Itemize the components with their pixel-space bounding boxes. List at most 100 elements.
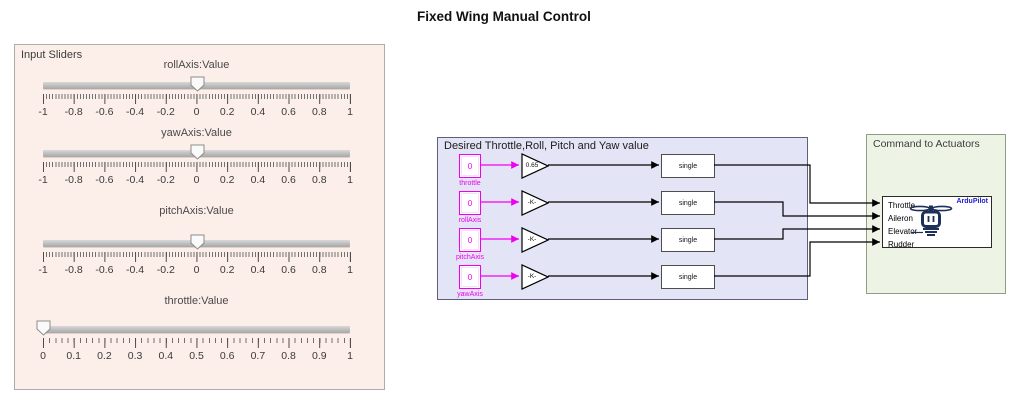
gain-value: -K- — [527, 273, 537, 280]
tick-label: 0.2 — [97, 350, 112, 362]
constant-block-pitchaxis[interactable]: 0 — [459, 228, 481, 252]
tick-label: 1 — [347, 106, 353, 118]
tick-label: 0.6 — [281, 264, 296, 276]
cast-block-throttle[interactable]: single — [661, 154, 715, 178]
constant-block-rollaxis[interactable]: 0 — [459, 191, 481, 215]
tick-label: 0.2 — [219, 174, 235, 186]
tick-label: 0.9 — [311, 350, 327, 362]
tick-label: -0.4 — [126, 264, 145, 276]
tick-label: 0.8 — [311, 106, 327, 118]
port-label: Rudder — [888, 239, 915, 249]
tick-label: 0.2 — [219, 106, 235, 118]
model-title: Fixed Wing Manual Control — [417, 9, 591, 24]
tick-label: 1 — [347, 350, 353, 362]
gain-block-throttle[interactable] — [521, 153, 549, 179]
tick-label: 0.8 — [311, 264, 327, 276]
slider-label: throttle:Value — [164, 295, 229, 307]
slider-track[interactable] — [43, 326, 350, 333]
slider-thumb[interactable] — [36, 320, 51, 336]
tick-label: 0 — [193, 106, 200, 118]
tick-label: -0.2 — [156, 106, 175, 118]
gain-block-yawaxis[interactable] — [521, 264, 549, 290]
constant-label: throttle — [459, 180, 481, 187]
tick-label: 0.4 — [250, 106, 266, 118]
command-to-actuators-title: Command to Actuators — [873, 138, 980, 150]
tick-label: 0.7 — [250, 350, 266, 362]
slider-thumb[interactable] — [190, 76, 205, 92]
tick-label: 1 — [347, 174, 353, 186]
tick-label: -1 — [38, 174, 48, 186]
port-label: Elevator — [888, 226, 918, 236]
port-label: Throttle — [888, 200, 916, 210]
slider-ruler — [43, 252, 351, 262]
slider-thumb[interactable] — [190, 234, 205, 250]
slider-label: yawAxis:Value — [161, 127, 232, 139]
constant-block-throttle[interactable]: 0 — [459, 154, 481, 178]
slider-ruler — [43, 338, 351, 348]
cast-block-rollaxis[interactable]: single — [661, 191, 715, 215]
constant-label: pitchAxis — [455, 254, 484, 261]
slider-rollaxis: rollAxis:Value -1 -0.8 -0.6 -0.4 -0.2 0 0.2 0.4… — [38, 59, 353, 121]
desired-values-title: Desired Throttle,Roll, Pitch and Yaw val… — [444, 140, 649, 152]
tick-label: 0.1 — [66, 350, 81, 362]
gain-value: 0.65 — [525, 162, 539, 169]
port-label: Aileron — [888, 213, 913, 223]
constant-value: 0 — [467, 272, 473, 282]
tick-label: -0.4 — [126, 106, 145, 118]
tick-labels: -1 -0.8 -0.6 -0.4 -0.2 0 0.2 0.4 0.6 0.8 1 — [38, 106, 353, 119]
tick-label: -0.8 — [64, 106, 83, 118]
input-sliders-title: Input Sliders — [21, 49, 83, 61]
ardupilot-brand-label: ArduPilot — [956, 198, 989, 205]
drone-icon — [909, 205, 953, 236]
tick-label: 0 — [193, 264, 200, 276]
slider-ruler — [43, 94, 351, 104]
tick-label: -0.6 — [95, 264, 114, 276]
tick-label: -0.8 — [64, 174, 83, 186]
desired-values-panel[interactable]: Desired Throttle,Roll, Pitch and Yaw val… — [437, 137, 808, 300]
slider-label: pitchAxis:Value — [159, 205, 234, 217]
constant-value: 0 — [467, 161, 473, 171]
tick-label: 0.4 — [158, 350, 174, 362]
cast-block-pitchaxis[interactable]: single — [661, 228, 715, 252]
constant-block-yawaxis[interactable]: 0 — [459, 265, 481, 289]
slider-zone: -1 -0.8 -0.6 -0.4 -0.2 0 0.2 0.4 0.6 0.8 1 — [38, 75, 353, 121]
constant-label: yawAxis — [457, 291, 483, 298]
gain-value: -K- — [527, 236, 537, 243]
slider-label: rollAxis:Value — [163, 59, 230, 71]
constant-value: 0 — [467, 198, 473, 208]
tick-label: -0.8 — [64, 264, 83, 276]
tick-label: -0.6 — [95, 106, 114, 118]
slider-thumb[interactable] — [190, 144, 205, 160]
tick-label: 1 — [347, 264, 353, 276]
gain-value: -K- — [527, 199, 537, 206]
cast-block-yawaxis[interactable]: single — [661, 265, 715, 289]
tick-label: 0 — [40, 350, 46, 362]
tick-label: 0.3 — [127, 350, 143, 362]
tick-label: -1 — [38, 106, 48, 118]
constant-value: 0 — [467, 235, 473, 245]
gain-block-pitchaxis[interactable] — [521, 227, 549, 253]
input-sliders-panel[interactable]: Input Sliders rollAxis:Value -1-0.8-0.6-… — [14, 44, 385, 390]
tick-label: 0.4 — [250, 264, 266, 276]
gain-block-rollaxis[interactable] — [521, 190, 549, 216]
tick-label: -1 — [38, 264, 48, 276]
tick-label: 0.6 — [281, 106, 296, 118]
tick-label: 0.6 — [281, 174, 296, 186]
tick-label: 0.5 — [189, 350, 204, 362]
tick-label: 0 — [193, 174, 200, 186]
tick-label: 0.4 — [250, 174, 266, 186]
tick-label: 0.8 — [281, 350, 296, 362]
tick-label: -0.6 — [95, 174, 114, 186]
